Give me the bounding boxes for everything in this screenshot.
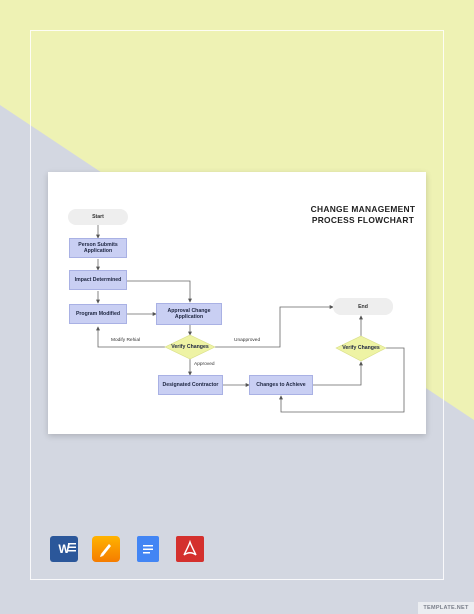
node-verify-changes-1: Verify Changes <box>171 344 209 350</box>
flowchart-title-line2: PROCESS FLOWCHART <box>311 215 415 225</box>
edge-verify2-loop-back <box>279 347 405 413</box>
edge-achieve-to-verify2 <box>313 361 363 386</box>
word-icon[interactable]: W <box>50 536 78 562</box>
word-lines-icon <box>68 543 76 552</box>
edge-label-unapproved: Unapproved <box>234 338 261 343</box>
flowchart-connectors <box>96 225 405 413</box>
pages-pen-icon <box>100 544 111 557</box>
decorative-frame <box>30 30 444 580</box>
edge-verify-unapproved-to-end <box>215 305 334 348</box>
node-program-modified: Program Modified <box>69 304 127 324</box>
node-designated-contractor: Designated Contractor <box>158 375 223 395</box>
edge-impact-to-approval <box>127 280 192 303</box>
node-changes-to-achieve: Changes to Achieve <box>249 375 313 395</box>
node-impact-determined: Impact Determined <box>69 270 127 290</box>
decision-diamond-verify-changes-1 <box>164 334 216 360</box>
node-start: Start <box>68 209 128 225</box>
node-approval-change-application: Approval Change Application <box>156 303 222 325</box>
format-icons-row: W <box>50 536 204 562</box>
word-icon-glyph: W <box>58 542 70 556</box>
edge-label-approved: Approved <box>194 362 215 367</box>
node-end: End <box>333 298 393 315</box>
node-person-submits-application: Person Submits Application <box>69 238 127 258</box>
watermark: TEMPLATE.NET <box>418 602 474 614</box>
acrobat-symbol-icon <box>183 540 197 556</box>
flowchart-document: CHANGE MANAGEMENT PROCESS FLOWCHART Star… <box>48 172 426 434</box>
edge-verify-to-program <box>96 326 165 348</box>
flowchart-title-line1: CHANGE MANAGEMENT <box>310 204 416 214</box>
node-verify-changes-2: Verify Changes <box>342 345 380 351</box>
edge-label-modify-rehial: Modify Rehial <box>111 338 141 343</box>
google-docs-lines-icon <box>143 545 153 554</box>
google-docs-icon[interactable] <box>137 536 159 562</box>
decision-diamond-verify-changes-2 <box>335 335 387 362</box>
pages-icon[interactable] <box>92 536 120 562</box>
pdf-icon[interactable] <box>176 536 204 562</box>
